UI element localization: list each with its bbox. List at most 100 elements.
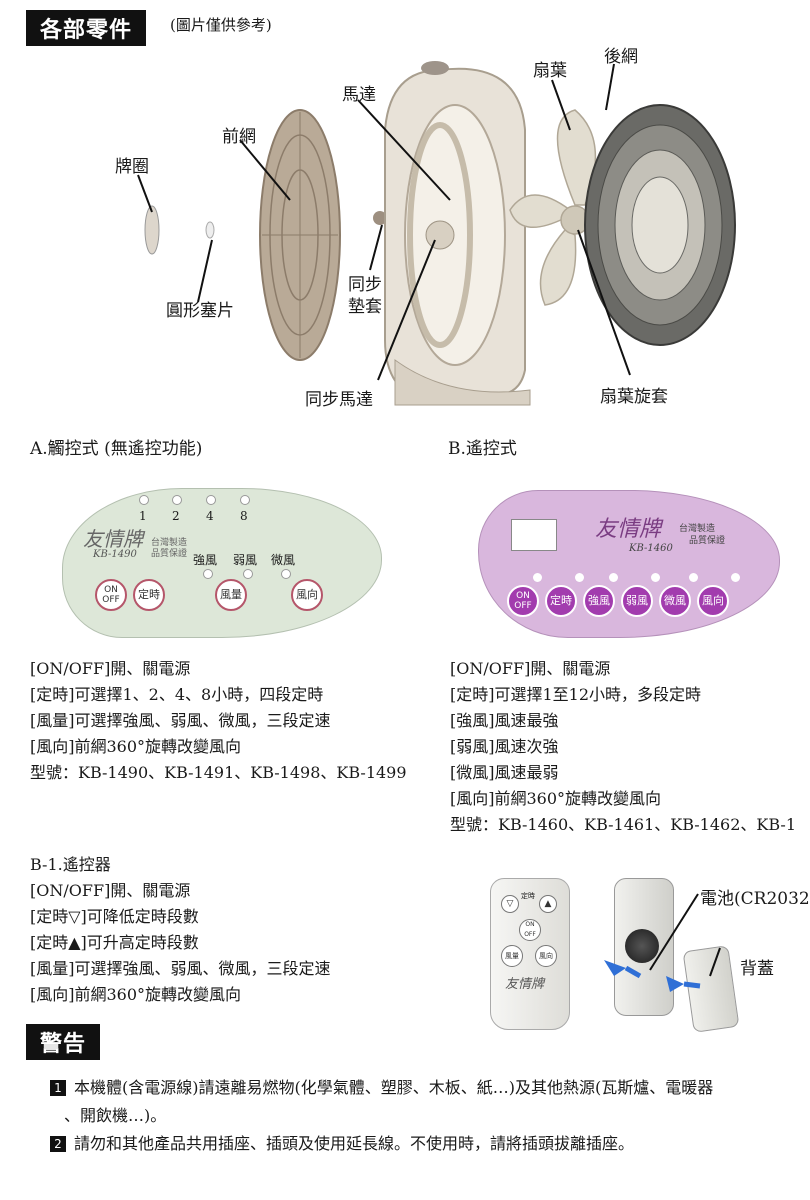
panel-b-brand: 友情牌 — [595, 517, 662, 542]
warning-number-1: 1 — [50, 1080, 66, 1096]
arrow-left-icon — [604, 960, 626, 976]
panel-a-onoff-button[interactable]: ON OFF — [95, 579, 127, 611]
panel-a-description: [ON/OFF]開、關電源 [定時]可選擇1、2、4、8小時，四段定時 [風量]… — [30, 656, 430, 786]
parts-note: (圖片僅供參考) — [170, 16, 272, 34]
remote-timer-up-button[interactable]: ▲ — [539, 895, 557, 913]
cover-label: 背蓋 — [740, 959, 774, 979]
badge-ring-shape — [144, 205, 160, 255]
panel-b-description: [ON/OFF]開、關電源 [定時]可選擇1至12小時，多段定時 [強風]風速最… — [450, 656, 800, 838]
panel-b-display — [511, 519, 557, 551]
panel-a-speed-button[interactable]: 風量 — [215, 579, 247, 611]
panel-b-led-4 — [651, 573, 660, 582]
panel-b-title: B.遙控式 — [448, 439, 517, 459]
timer-led-1 — [139, 495, 149, 505]
battery-icon — [625, 929, 659, 963]
label-round-plug: 圓形塞片 — [166, 301, 234, 321]
panel-b-desc-line-4: [弱風]風速次強 — [450, 737, 559, 756]
label-sync-gasket-1: 同步 — [348, 275, 382, 295]
front-grille-shape — [259, 109, 341, 361]
warning-header: 警告 — [26, 1024, 101, 1060]
label-blade: 扇葉 — [533, 61, 567, 81]
timer-number-4: 4 — [206, 509, 214, 523]
panel-a-speed-led-breeze — [281, 569, 291, 579]
panel-b-timer-button[interactable]: 定時 — [545, 585, 577, 617]
remote-arrows — [604, 893, 721, 992]
panel-a-speed-breeze-label: 微風 — [271, 553, 296, 567]
remote-title: B-1.遙控器 — [30, 855, 111, 874]
remote-speed-button[interactable]: 風量 — [501, 945, 523, 967]
panel-b-desc-line-7: 型號：KB-1460、KB-1461、KB-1462、KB-1 — [450, 815, 796, 834]
panel-a-origin-2: 品質保證 — [151, 549, 188, 559]
timer-number-1: 1 — [139, 509, 147, 523]
panel-b-breeze-button[interactable]: 微風 — [659, 585, 691, 617]
battery-label: 電池(CR2032 — [700, 889, 810, 909]
rear-grille-shape — [584, 104, 736, 346]
panel-b-direction-button[interactable]: 風向 — [697, 585, 729, 617]
remote-front: ▽ 定時 ▲ ON OFF 風量 風向 友情牌 — [490, 878, 570, 1030]
remote-desc-line-1: [ON/OFF]開、關電源 — [30, 881, 191, 900]
label-motor: 馬達 — [342, 85, 376, 105]
warning-number-2: 2 — [50, 1136, 66, 1152]
panel-b-led-3 — [609, 573, 618, 582]
panel-b-desc-line-2: [定時]可選擇1至12小時，多段定時 — [450, 685, 702, 704]
remote-timer-label: 定時 — [521, 892, 535, 900]
fan-exploded-illustration — [137, 61, 736, 406]
warning-text-1-cont: 、開飲機…)。 — [64, 1106, 167, 1125]
panel-a-desc-line-1: [ON/OFF]開、關電源 — [30, 659, 191, 678]
panel-b-strong-button[interactable]: 強風 — [583, 585, 615, 617]
panel-a-control: 1 2 4 8 友情牌 KB-1490 台灣製造 品質保證 強風 弱風 微風 O… — [62, 488, 382, 638]
panel-b-desc-line-1: [ON/OFF]開、關電源 — [450, 659, 611, 678]
panel-a-speed-strong-label: 強風 — [193, 553, 218, 567]
label-blade-knob: 扇葉旋套 — [600, 387, 668, 407]
warning-list: 1 本機體(含電源線)請遠離易燃物(化學氣體、塑膠、木板、紙…)及其他熱源(瓦斯爐… — [50, 1074, 800, 1158]
panel-a-speed-led-weak — [243, 569, 253, 579]
panel-b-onoff-button[interactable]: ON OFF — [507, 585, 539, 617]
warning-text-2: 請勿和其他產品共用插座、插頭及使用延長線。不使用時，請將插頭拔離插座。 — [74, 1134, 635, 1153]
panel-b-origin-2: 品質保證 — [689, 536, 726, 546]
panel-a-speed-weak-label: 弱風 — [233, 553, 258, 567]
panel-b-model: KB-1460 — [629, 543, 673, 554]
remote-desc-line-4: [風量]可選擇強風、弱風、微風，三段定速 — [30, 959, 331, 978]
panel-a-brand: 友情牌 — [83, 527, 143, 551]
panel-a-desc-line-4: [風向]前網360°旋轉改變風向 — [30, 737, 242, 756]
remote-desc-line-3: [定時▲]可升高定時段數 — [30, 933, 199, 952]
panel-a-timer-button[interactable]: 定時 — [133, 579, 165, 611]
panel-a-title: A.觸控式 (無遙控功能) — [30, 439, 203, 459]
round-plug-shape — [205, 221, 215, 239]
panel-b-control: 友情牌 KB-1460 台灣製造 品質保證 ON OFF 定時 強風 弱風 微風… — [478, 490, 780, 638]
panel-b-desc-line-3: [強風]風速最強 — [450, 711, 559, 730]
remote-brand: 友情牌 — [505, 977, 545, 992]
panel-a-origin-1: 台灣製造 — [151, 538, 188, 548]
sync-gasket-shape — [373, 211, 387, 225]
remote-direction-button[interactable]: 風向 — [535, 945, 557, 967]
remote-timer-down-button[interactable]: ▽ — [501, 895, 519, 913]
label-badge-ring: 牌圈 — [115, 157, 149, 177]
warning-item-1-cont: 、開飲機…)。 — [50, 1102, 800, 1130]
panel-a-direction-button[interactable]: 風向 — [291, 579, 323, 611]
label-front-grille: 前網 — [222, 127, 256, 147]
timer-led-2 — [172, 495, 182, 505]
panel-b-origin-1: 台灣製造 — [679, 524, 716, 534]
panel-b-led-5 — [689, 573, 698, 582]
remote-desc-line-2: [定時▽]可降低定時段數 — [30, 907, 199, 926]
panel-a-speed-led-strong — [203, 569, 213, 579]
panel-a-desc-line-2: [定時]可選擇1、2、4、8小時，四段定時 — [30, 685, 324, 704]
panel-b-led-2 — [575, 573, 584, 582]
remote-description: B-1.遙控器 [ON/OFF]開、關電源 [定時▽]可降低定時段數 [定時▲]… — [30, 852, 450, 1008]
timer-led-4 — [206, 495, 216, 505]
timer-number-8: 8 — [240, 509, 248, 523]
arrow-right-icon — [666, 976, 684, 992]
warning-item-1: 1 本機體(含電源線)請遠離易燃物(化學氣體、塑膠、木板、紙…)及其他熱源(瓦斯爐… — [50, 1074, 800, 1102]
parts-header: 各部零件 — [26, 10, 147, 46]
panel-b-weak-button[interactable]: 弱風 — [621, 585, 653, 617]
timer-led-8 — [240, 495, 250, 505]
timer-number-2: 2 — [172, 509, 180, 523]
panel-a-model: KB-1490 — [93, 549, 137, 560]
label-sync-gasket-2: 墊套 — [348, 297, 382, 317]
panel-b-desc-line-6: [風向]前網360°旋轉改變風向 — [450, 789, 662, 808]
panel-b-led-1 — [533, 573, 542, 582]
remote-desc-line-5: [風向]前網360°旋轉改變風向 — [30, 985, 242, 1004]
remote-onoff-button[interactable]: ON OFF — [519, 919, 541, 941]
fan-body-shape — [384, 61, 531, 406]
warning-text-1: 本機體(含電源線)請遠離易燃物(化學氣體、塑膠、木板、紙…)及其他熱源(瓦斯爐、… — [74, 1078, 714, 1097]
